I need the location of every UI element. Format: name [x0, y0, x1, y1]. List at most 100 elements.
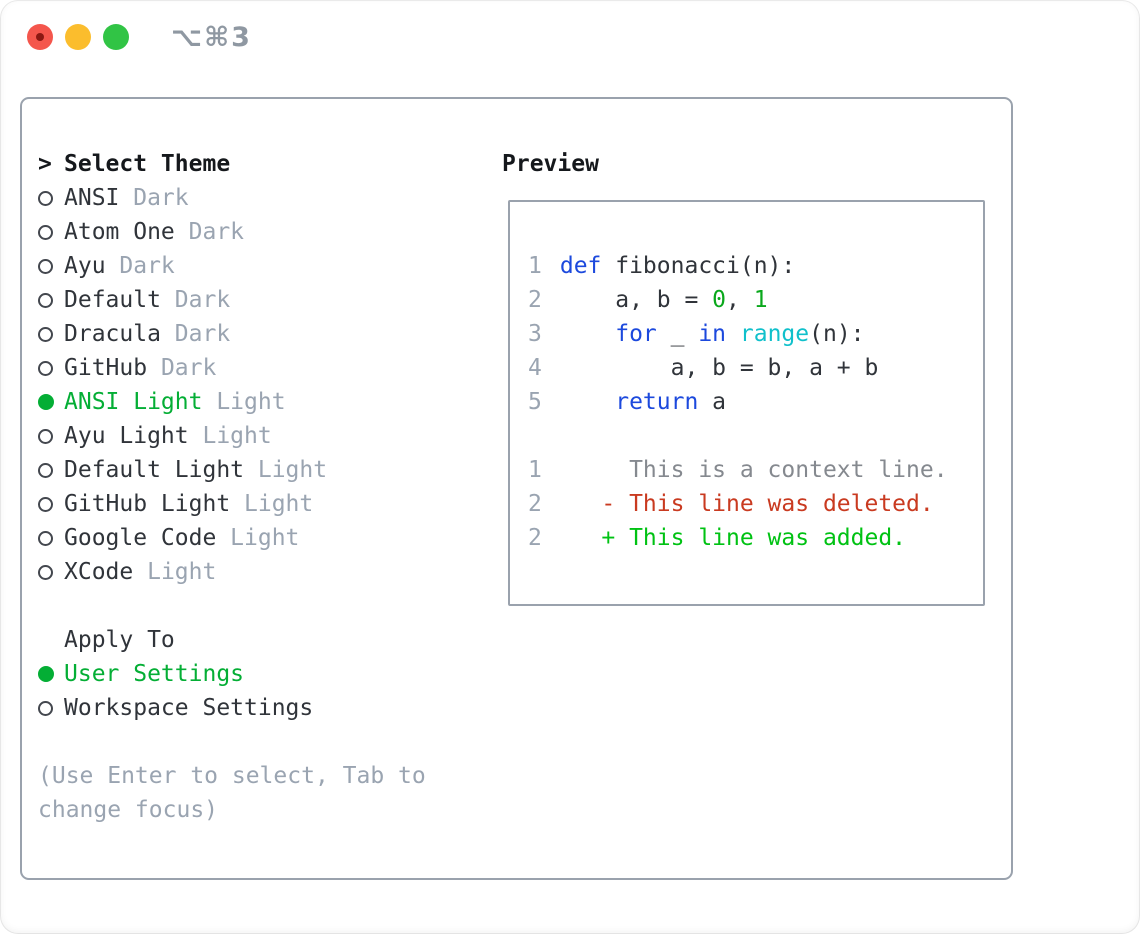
- code-segment: [726, 321, 740, 347]
- radio-icon: [38, 564, 53, 580]
- theme-option-github[interactable]: GitHub Dark: [38, 351, 502, 385]
- code-line: 2 + This line was added.: [528, 521, 983, 555]
- theme-variant: Dark: [174, 321, 231, 347]
- minimize-button[interactable]: [65, 24, 91, 50]
- theme-variant: Light: [257, 457, 328, 483]
- theme-variant: Light: [230, 525, 300, 551]
- line-number: 2: [528, 525, 542, 551]
- code-segment: a: [698, 389, 727, 415]
- spacer: [38, 589, 502, 623]
- apply-option-user-settings[interactable]: User Settings: [38, 657, 502, 691]
- code-segment: a, b = b, a + b: [559, 355, 879, 381]
- theme-variant: Dark: [174, 287, 231, 313]
- radio-icon: [38, 224, 53, 240]
- code-line: 1 def fibonacci(n):: [528, 249, 983, 283]
- line-number: 2: [528, 491, 542, 517]
- radio-icon: [38, 462, 53, 478]
- apply-option-label: Workspace Settings: [64, 695, 314, 721]
- code-line: 1 This is a context line.: [528, 453, 983, 487]
- code-segment: fibonacci(n):: [601, 253, 796, 279]
- code-line: 2 a, b = 0, 1: [528, 283, 983, 317]
- radio-icon: [38, 700, 53, 716]
- radio-icon: [38, 496, 53, 512]
- apply-to-title: Apply To: [64, 627, 175, 653]
- radio-icon: [38, 666, 54, 682]
- code-segment: - This line was deleted.: [559, 491, 934, 517]
- select-theme-title: Select Theme: [64, 151, 231, 177]
- line-number: 1: [528, 457, 542, 483]
- radio-icon: [38, 428, 53, 444]
- code-segment: 0: [712, 287, 727, 313]
- hint-line-1: (Use Enter to select, Tab to: [38, 763, 426, 789]
- theme-option-ansi-light[interactable]: ANSI Light Light: [38, 385, 502, 419]
- theme-variant: Dark: [160, 355, 217, 381]
- code-segment: [560, 389, 615, 415]
- code-line: 3 for _ in range(n):: [528, 317, 983, 351]
- theme-variant: Light: [216, 389, 286, 415]
- preview-title: Preview: [502, 151, 599, 177]
- theme-name: XCode: [64, 559, 134, 585]
- radio-icon: [38, 190, 53, 206]
- hint-text: (Use Enter to select, Tab to change focu…: [38, 759, 502, 827]
- theme-option-ayu[interactable]: Ayu Dark: [38, 249, 502, 283]
- theme-name: ANSI: [64, 185, 120, 211]
- code-segment: ,: [726, 287, 754, 313]
- theme-option-atom-one[interactable]: Atom One Dark: [38, 215, 502, 249]
- apply-option-label: User Settings: [64, 661, 245, 687]
- code-segment: (n):: [809, 321, 865, 347]
- traffic-lights: [27, 24, 129, 50]
- theme-variant: Light: [147, 559, 217, 585]
- apply-option-workspace-settings[interactable]: Workspace Settings: [38, 691, 502, 725]
- theme-name: GitHub Light: [64, 491, 231, 517]
- line-number: 3: [528, 321, 542, 347]
- code-segment: + This line was added.: [559, 525, 907, 551]
- line-number: 4: [528, 355, 542, 381]
- theme-option-github-light[interactable]: GitHub Light Light: [38, 487, 502, 521]
- maximize-button[interactable]: [103, 24, 129, 50]
- radio-icon: [38, 258, 53, 274]
- line-number: 2: [528, 287, 542, 313]
- code-segment: range: [739, 321, 810, 347]
- theme-name: Default: [64, 287, 161, 313]
- spacer: [38, 725, 502, 759]
- theme-variant: Dark: [119, 253, 175, 279]
- theme-variant: Dark: [188, 219, 245, 245]
- close-button[interactable]: [27, 24, 53, 50]
- theme-option-default[interactable]: Default Dark: [38, 283, 502, 317]
- theme-name: Atom One: [64, 219, 175, 245]
- theme-variant: Light: [244, 491, 314, 517]
- line-number: 1: [528, 253, 542, 279]
- window-title: ⌥⌘3: [171, 22, 252, 53]
- theme-option-xcode[interactable]: XCode Light: [38, 555, 502, 589]
- code-segment: for: [615, 321, 657, 347]
- theme-name: GitHub: [64, 355, 148, 381]
- code-segment: [560, 321, 615, 347]
- titlebar: ⌥⌘3: [0, 0, 1140, 97]
- theme-name: Default Light: [64, 457, 245, 483]
- radio-icon: [38, 530, 53, 546]
- focus-caret: >: [38, 151, 52, 177]
- apply-to-header: Apply To: [38, 623, 502, 657]
- code-segment: This is a context line.: [559, 457, 948, 483]
- radio-icon: [38, 292, 53, 308]
- theme-name: Ayu: [64, 253, 106, 279]
- code-segment: _: [656, 321, 699, 347]
- theme-name: ANSI Light: [64, 389, 203, 415]
- code-line: 4 a, b = b, a + b: [528, 351, 983, 385]
- theme-name: Ayu Light: [64, 423, 189, 449]
- select-theme-header: > Select Theme: [38, 147, 502, 181]
- theme-option-default-light[interactable]: Default Light Light: [38, 453, 502, 487]
- code-segment: in: [698, 321, 727, 347]
- code-segment: def: [559, 253, 602, 279]
